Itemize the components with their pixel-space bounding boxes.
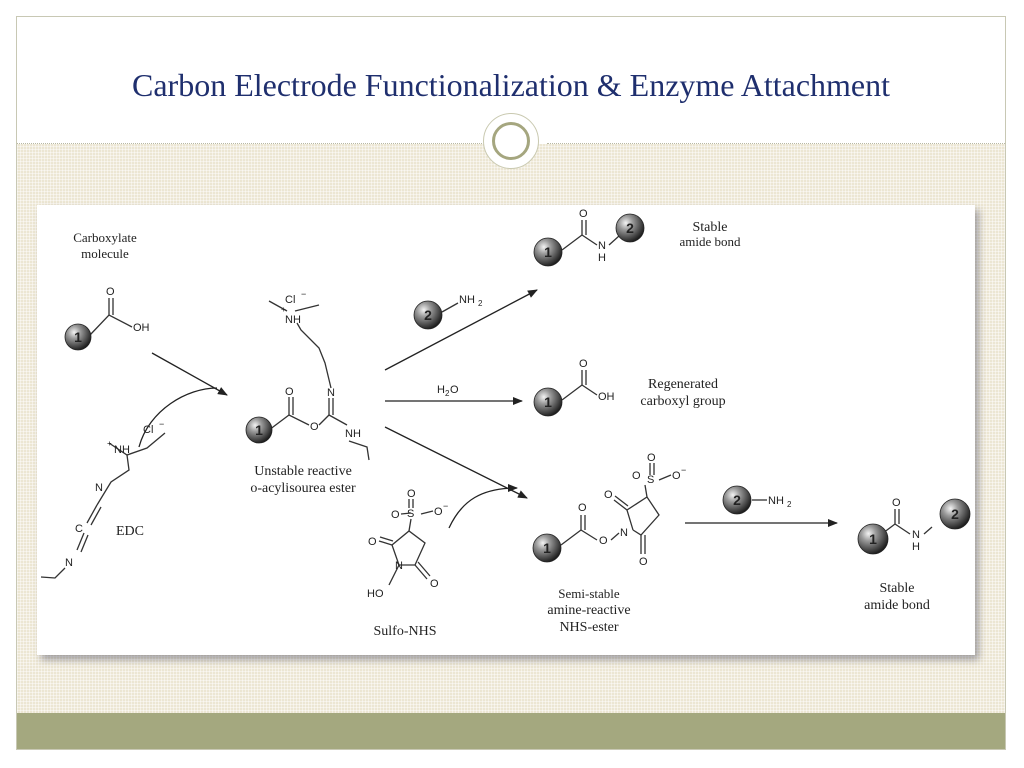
- atom-label: O: [579, 208, 588, 220]
- svg-text:1: 1: [544, 394, 552, 410]
- atom-label: Cl: [285, 294, 295, 306]
- atom-label: O: [604, 489, 613, 501]
- atom-label: H: [598, 252, 606, 264]
- sphere-1-icon: 1: [64, 323, 92, 351]
- atom-label: N: [327, 387, 335, 399]
- nhs-ester-label: NHS-ester: [559, 620, 618, 635]
- sphere-1-icon: 1: [533, 387, 563, 417]
- reaction-arrows: [138, 289, 838, 529]
- atom-label: C: [75, 523, 83, 535]
- title-divider-right: [547, 143, 1005, 144]
- atom-label: O: [599, 535, 608, 547]
- atom-label: 2: [787, 500, 792, 509]
- stable-amide-label: amide bond: [679, 234, 741, 249]
- atom-label: HO: [367, 588, 384, 600]
- atom-label: −: [443, 501, 448, 511]
- atom-label: O: [430, 578, 439, 590]
- atom-label: O: [407, 488, 416, 500]
- atom-label: O: [639, 556, 648, 568]
- circle-ornament-icon: [483, 113, 539, 169]
- atom-label: N: [65, 557, 73, 569]
- atom-label: +: [281, 305, 286, 314]
- atom-label: −: [681, 465, 686, 475]
- atom-label: O: [368, 536, 377, 548]
- atom-label: S: [407, 508, 414, 520]
- svg-text:2: 2: [626, 220, 634, 236]
- atom-label: O: [310, 421, 319, 433]
- atom-label: O: [450, 384, 459, 396]
- atom-label: NH: [285, 314, 301, 326]
- atom-label: O: [579, 358, 588, 370]
- title-divider-left: [17, 143, 482, 144]
- sphere-2-icon: 2: [939, 498, 971, 530]
- svg-text:2: 2: [424, 307, 432, 323]
- edc-label: EDC: [116, 524, 144, 539]
- svg-text:1: 1: [544, 244, 552, 260]
- atom-label: N: [620, 527, 628, 539]
- sphere-1-icon: 1: [857, 523, 889, 555]
- intermediate-label: o-acylisourea ester: [250, 481, 356, 496]
- atom-label: N: [395, 560, 403, 572]
- sphere-2-icon: 2: [615, 213, 645, 243]
- stable-amide-label: Stable: [880, 581, 915, 596]
- atom-label: O: [391, 509, 400, 521]
- atom-label: OH: [598, 391, 615, 403]
- reaction-diagram-panel: 1 1 2 1 2 1 1: [37, 205, 975, 655]
- atom-label: +: [107, 439, 112, 448]
- atom-label: OH: [133, 322, 150, 334]
- svg-text:2: 2: [951, 506, 959, 522]
- atom-label: H: [437, 384, 445, 396]
- sulfo-nhs-label: Sulfo-NHS: [373, 624, 436, 639]
- atom-label: O: [106, 286, 115, 298]
- sphere-1-icon: 1: [245, 416, 273, 444]
- svg-text:1: 1: [543, 540, 551, 556]
- slide-frame: Carbon Electrode Functionalization & Enz…: [16, 16, 1006, 750]
- regenerated-label: carboxyl group: [640, 394, 725, 409]
- svg-text:1: 1: [255, 422, 263, 438]
- sphere-1-icon: 1: [533, 237, 563, 267]
- intermediate-label: Unstable reactive: [254, 464, 352, 479]
- bond-lines: [40, 220, 933, 586]
- atom-labels: O OH Cl − + NH N C N Cl − + NH N O O NH: [65, 208, 920, 600]
- nhs-ester-label: Semi-stable: [558, 586, 620, 601]
- footer-bar: [17, 713, 1005, 749]
- atom-label: O: [647, 452, 656, 464]
- atom-label: NH: [345, 428, 361, 440]
- atom-label: O: [672, 470, 681, 482]
- sphere-1-icon: 1: [532, 533, 562, 563]
- atom-label: H: [912, 541, 920, 553]
- regenerated-label: Regenerated: [648, 377, 718, 392]
- svg-text:1: 1: [74, 329, 82, 345]
- slide-title: Carbon Electrode Functionalization & Enz…: [132, 67, 890, 103]
- nhs-ester-label: amine-reactive: [547, 603, 630, 618]
- stable-amide-label: Stable: [693, 220, 728, 235]
- sphere-2-icon: 2: [413, 300, 443, 330]
- atom-label: O: [434, 506, 443, 518]
- svg-text:1: 1: [869, 531, 877, 547]
- atom-label: 2: [478, 299, 483, 308]
- atom-label: O: [285, 386, 294, 398]
- atom-label: NH: [114, 444, 130, 456]
- caption-labels: Carboxylate molecule EDC Unstable reacti…: [73, 220, 930, 639]
- atom-label: O: [892, 497, 901, 509]
- atom-label: 2: [445, 389, 450, 398]
- atom-label: N: [598, 240, 606, 252]
- atom-label: O: [632, 470, 641, 482]
- carboxylate-label: molecule: [81, 246, 129, 261]
- atom-label: Cl: [143, 424, 153, 436]
- atom-label: N: [95, 482, 103, 494]
- atom-label: N: [912, 529, 920, 541]
- stable-amide-label: amide bond: [864, 598, 930, 613]
- svg-text:2: 2: [733, 492, 741, 508]
- carboxylate-label: Carboxylate: [73, 230, 137, 245]
- edc-nhs-reaction-diagram: 1 1 2 1 2 1 1: [40, 208, 971, 639]
- atom-label: −: [301, 289, 306, 299]
- atom-label: NH: [768, 495, 784, 507]
- atom-label: −: [159, 419, 164, 429]
- sphere-2-icon: 2: [722, 485, 752, 515]
- atom-label: NH: [459, 294, 475, 306]
- atom-label: O: [578, 502, 587, 514]
- atom-label: S: [647, 474, 654, 486]
